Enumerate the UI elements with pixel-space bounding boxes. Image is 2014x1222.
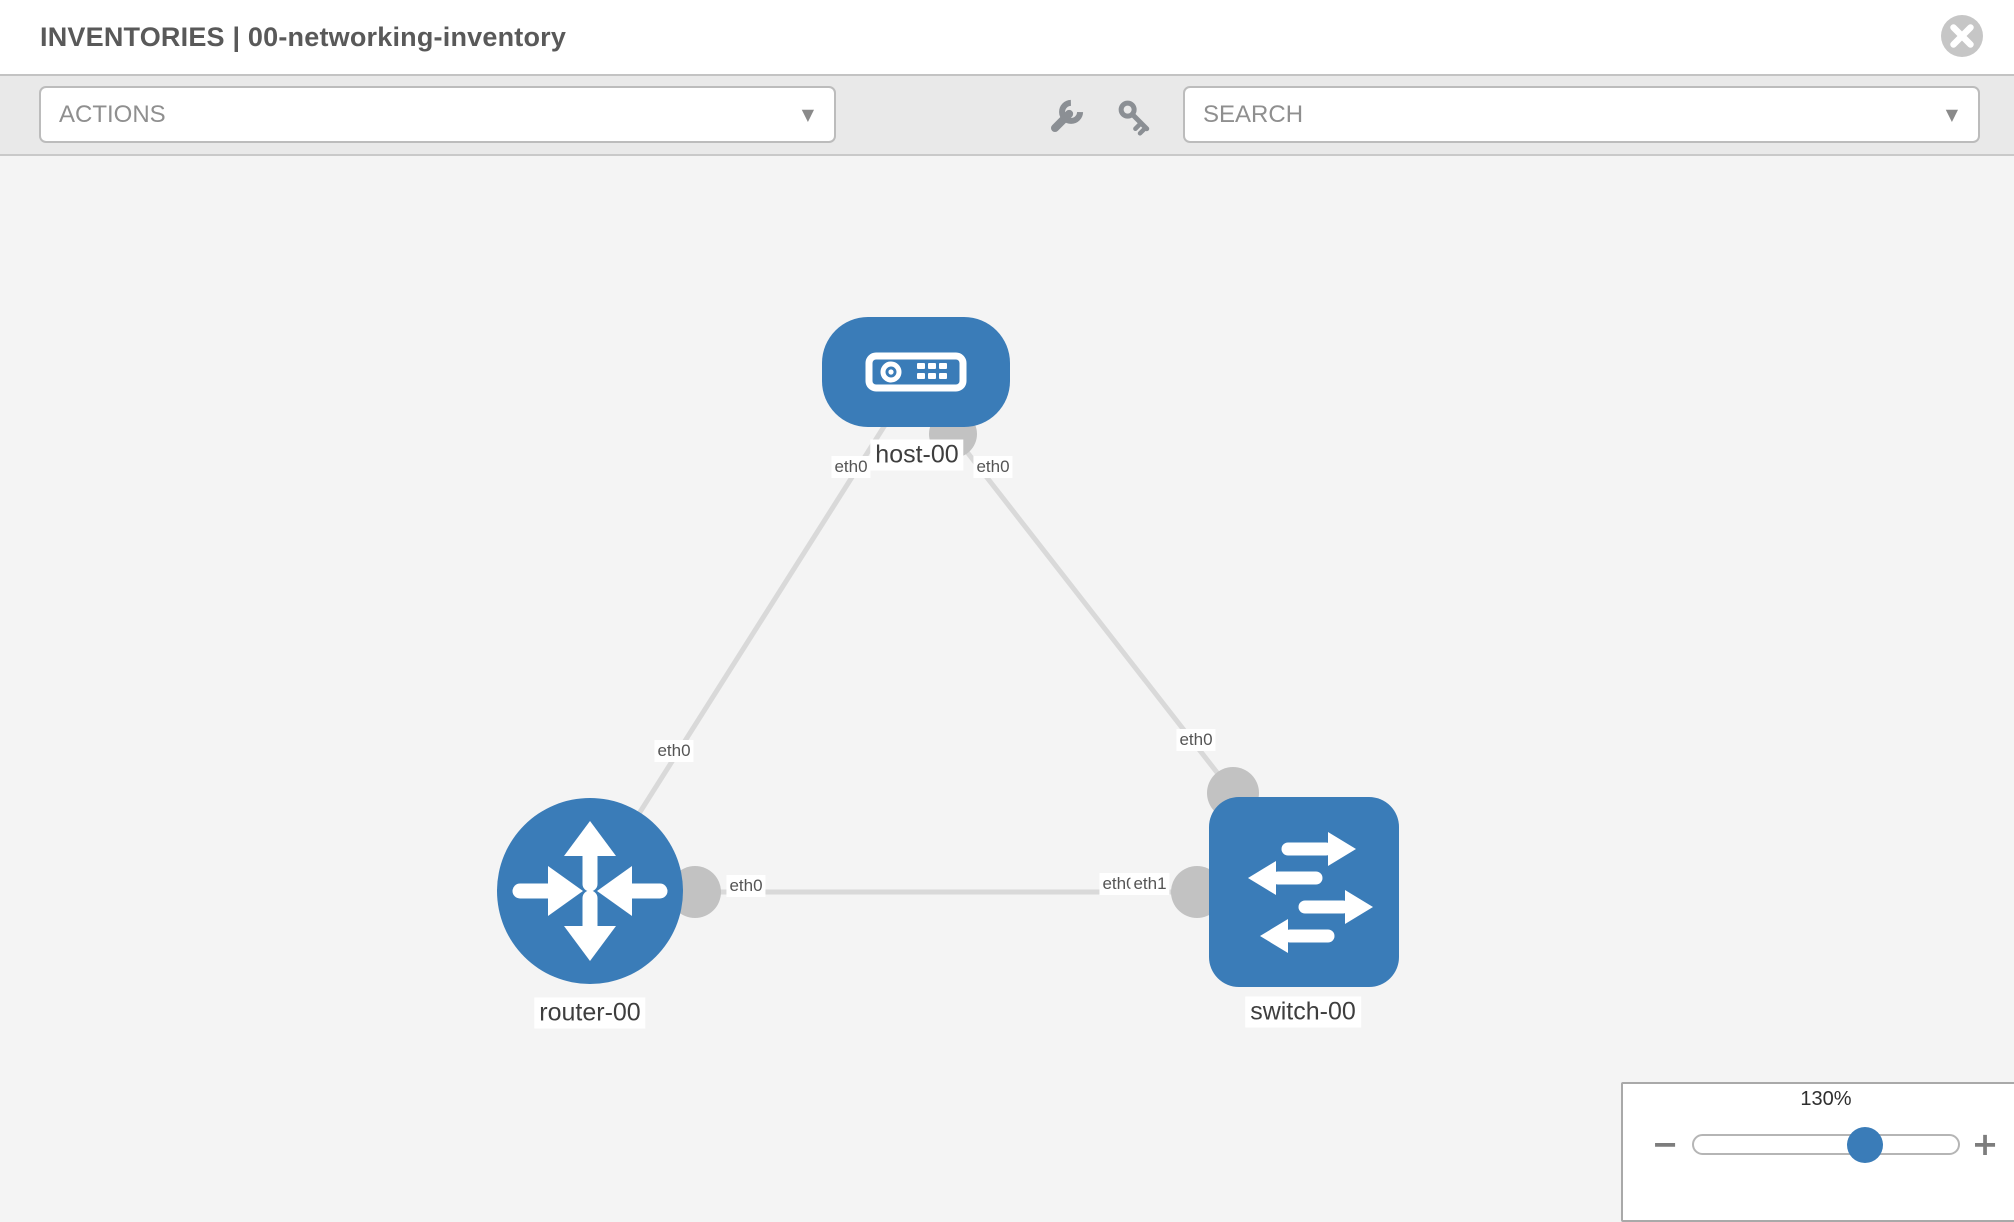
actions-dropdown-label: ACTIONS [59, 101, 166, 128]
iface-label: eth1 [1130, 873, 1170, 895]
switch-icon [1248, 832, 1373, 953]
topology-svg [497, 317, 1399, 987]
key-icon[interactable] [1117, 100, 1151, 136]
router-icon [512, 821, 668, 961]
node-label-host: host-00 [870, 439, 964, 471]
links [587, 423, 1235, 895]
zoom-slider-thumb[interactable] [1847, 1127, 1883, 1163]
plus-icon: + [1971, 1125, 1999, 1163]
toolbar-icons [1049, 99, 1151, 136]
close-button[interactable] [1938, 12, 1986, 60]
zoom-widget: 130% − + [1621, 1082, 2014, 1222]
node-switch[interactable] [1209, 797, 1399, 987]
search-dropdown-label: SEARCH [1203, 101, 1304, 128]
iface-label: eth0 [726, 875, 766, 897]
topology-canvas[interactable]: eth0 eth0 eth0 eth0 eth0 eth0 eth1 host-… [0, 156, 2014, 1200]
zoom-slider-track[interactable] [1692, 1134, 1960, 1155]
iface-label: eth0 [831, 456, 871, 478]
iface-label: eth0 [1099, 873, 1139, 895]
chevron-down-icon: ▼ [1945, 105, 1958, 124]
minus-icon: − [1651, 1125, 1679, 1163]
actions-dropdown[interactable]: ACTIONS ▼ [39, 86, 836, 143]
interface-connectors [669, 410, 1259, 918]
header-bar: INVENTORIES | 00-networking-inventory [0, 0, 2014, 76]
node-label-router: router-00 [534, 997, 646, 1029]
iface-label: eth0 [654, 740, 694, 762]
page-title: INVENTORIES | 00-networking-inventory [40, 0, 566, 74]
chevron-down-icon: ▼ [801, 105, 814, 124]
node-label-switch: switch-00 [1245, 996, 1361, 1028]
breadcrumb-inventory-name: 00-networking-inventory [247, 22, 567, 52]
zoom-out-button[interactable]: − [1643, 1122, 1687, 1166]
wrench-icon[interactable] [1049, 99, 1084, 134]
toolbar: ACTIONS ▼ SEARCH ▼ [0, 76, 2014, 156]
iface-label: eth0 [1176, 729, 1216, 751]
zoom-level-value: 130% [1800, 1088, 1852, 1110]
node-host[interactable] [822, 317, 1010, 427]
zoom-in-button[interactable]: + [1963, 1122, 2007, 1166]
iface-label: eth0 [973, 456, 1013, 478]
breadcrumb-separator: | [232, 22, 241, 52]
breadcrumb-section: INVENTORIES [40, 22, 225, 52]
host-device-icon [865, 352, 967, 392]
search-dropdown[interactable]: SEARCH ▼ [1183, 86, 1980, 143]
node-router[interactable] [497, 798, 683, 984]
